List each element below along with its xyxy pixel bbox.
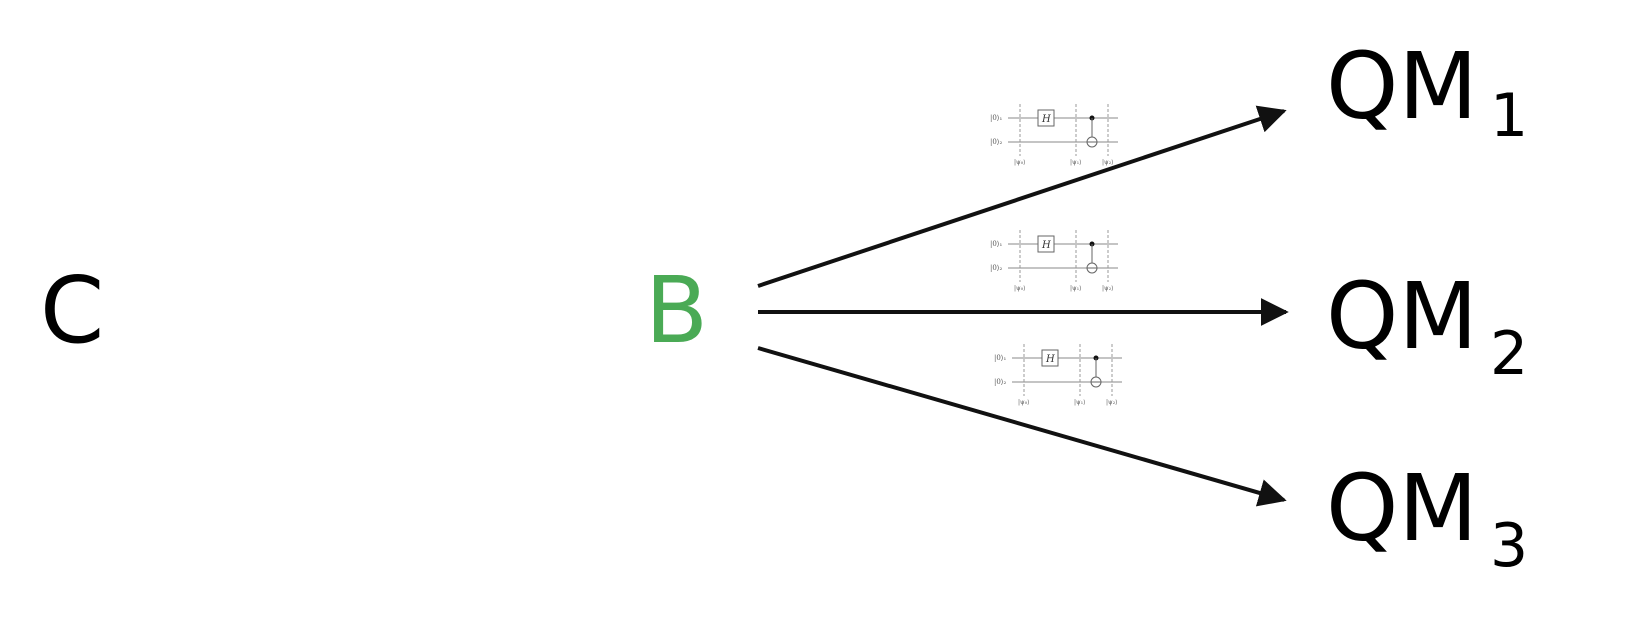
circuit-qubit2-label: |0⟩₂: [994, 378, 1007, 386]
circuit-state1-label: |ψ₁⟩: [1070, 159, 1081, 166]
node-b-label: B: [645, 257, 708, 364]
h-gate-label: H: [1045, 354, 1055, 365]
arrow-b-to-qm1: [757, 105, 1287, 288]
circuit-state1-label: |ψ₁⟩: [1070, 285, 1081, 292]
h-gate-label: H: [1041, 240, 1051, 251]
node-qm1: QM 1: [1326, 33, 1528, 151]
circuit-state2-label: |ψ₂⟩: [1102, 285, 1113, 292]
circuit-qubit1-label: |0⟩₁: [990, 114, 1003, 122]
circuit-qubit2-label: |0⟩₂: [990, 138, 1003, 146]
node-qm1-label: QM: [1326, 33, 1478, 140]
node-qm3: QM 3: [1326, 455, 1528, 581]
node-qm2: QM 2: [1326, 263, 1528, 389]
circuit-qubit1-label: |0⟩₁: [990, 240, 1003, 248]
circuit-state0-label: |ψ₀⟩: [1014, 285, 1025, 292]
circuit-state1-label: |ψ₁⟩: [1074, 399, 1085, 406]
node-qm2-label: QM: [1326, 263, 1478, 370]
node-qm1-subscript: 1: [1490, 81, 1528, 151]
circuit-qubit1-label: |0⟩₁: [994, 354, 1007, 362]
circuit-state0-label: |ψ₀⟩: [1014, 159, 1025, 166]
node-qm2-subscript: 2: [1490, 319, 1528, 389]
h-gate-label: H: [1041, 114, 1051, 125]
circuit-diagram-1: |0⟩₁ |0⟩₂ H |ψ₀⟩ |ψ₁⟩ |ψ₂⟩: [990, 103, 1119, 166]
circuit-diagram-2: |0⟩₁ |0⟩₂ H |ψ₀⟩ |ψ₁⟩ |ψ₂⟩: [990, 229, 1119, 292]
arrow-b-to-qm3: [757, 346, 1287, 507]
circuit-state0-label: |ψ₀⟩: [1018, 399, 1029, 406]
node-qm3-subscript: 3: [1490, 511, 1528, 581]
node-qm3-label: QM: [1326, 455, 1478, 562]
circuit-diagram-3: |0⟩₁ |0⟩₂ H |ψ₀⟩ |ψ₁⟩ |ψ₂⟩: [994, 343, 1123, 406]
circuit-qubit2-label: |0⟩₂: [990, 264, 1003, 272]
node-c-label: C: [40, 257, 104, 364]
circuit-state2-label: |ψ₂⟩: [1106, 399, 1117, 406]
circuit-state2-label: |ψ₂⟩: [1102, 159, 1113, 166]
